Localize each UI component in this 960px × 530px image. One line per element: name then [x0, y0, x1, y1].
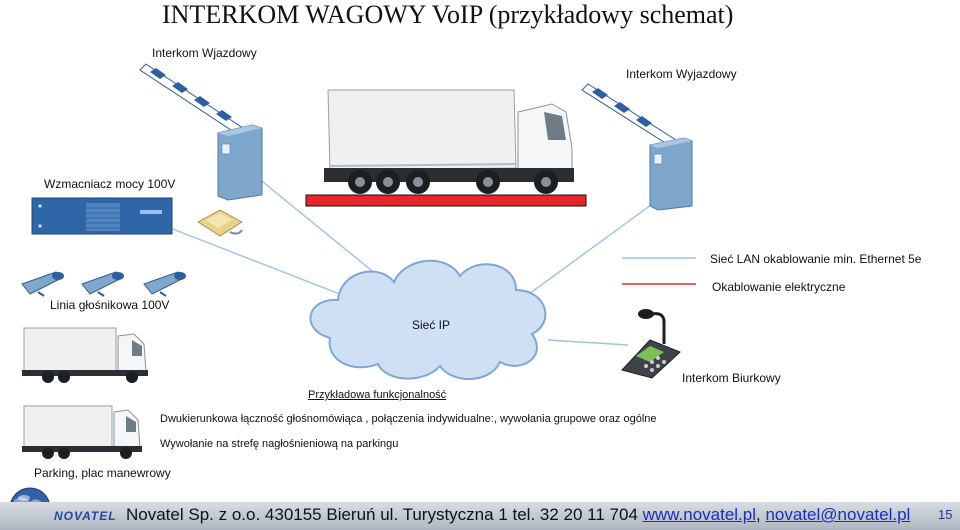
- horn-speaker-1: [21, 271, 64, 297]
- amplifier-unit: [31, 197, 173, 235]
- truck-trailer: [327, 89, 517, 171]
- desk-intercom-device: [621, 309, 681, 379]
- entry-intercom-label: Interkom Wjazdowy: [152, 46, 257, 60]
- ip-network-cloud: [309, 259, 547, 380]
- footer-contact: Novatel Sp. z o.o. 430155 Bieruń ul. Tur…: [126, 505, 910, 525]
- functionality-line-1: Dwukierunkowa łączność głośnomówiąca , p…: [160, 413, 657, 425]
- exit-intercom-label: Interkom Wyjazdowy: [626, 67, 737, 81]
- speaker-line-label: Linia głośnikowa 100V: [50, 298, 170, 312]
- amplifier-label: Wzmacniacz mocy 100V: [44, 177, 176, 191]
- parked-truck-2: [22, 405, 142, 459]
- horn-speakers: [21, 271, 186, 297]
- horn-speaker-3: [143, 271, 186, 297]
- footer-address: Novatel Sp. z o.o. 430155 Bieruń ul. Tur…: [126, 505, 643, 524]
- footer-bar: [0, 502, 960, 530]
- footer-separator: ,: [756, 505, 766, 524]
- functionality-line-2: Wywołanie na strefę nagłośnieniową na pa…: [160, 438, 399, 450]
- parked-truck-1: [22, 327, 148, 383]
- footer-website-link[interactable]: www.novatel.pl: [642, 505, 757, 524]
- page-number: 15: [938, 507, 953, 522]
- desk-intercom-label: Interkom Biurkowy: [682, 371, 781, 385]
- weighbridge-scale: [305, 194, 587, 207]
- exit-barrier: [581, 83, 693, 211]
- legend-power-label: Okablowanie elektryczne: [712, 280, 846, 294]
- network-module: [197, 209, 243, 237]
- footer-email-link[interactable]: novatel@novatel.pl: [765, 505, 911, 524]
- entry-barrier-post: [217, 124, 263, 201]
- exit-barrier-post: [649, 137, 693, 211]
- lan-line-amplifier: [169, 227, 351, 299]
- main-truck: [324, 89, 574, 194]
- footer-brand: NOVATEL: [54, 509, 117, 523]
- legend-lan-label: Sieć LAN okablowanie min. Ethernet 5e: [710, 252, 922, 266]
- page-title: INTERKOM WAGOWY VoIP (przykładowy schema…: [162, 0, 734, 29]
- lan-line-desk: [547, 339, 629, 346]
- horn-speaker-2: [81, 271, 124, 297]
- parking-label: Parking, plac manewrowy: [34, 466, 171, 480]
- functionality-heading: Przykładowa funkcjonalność: [308, 389, 447, 401]
- entry-barrier: [139, 63, 263, 201]
- ip-network-label: Sieć IP: [412, 318, 451, 332]
